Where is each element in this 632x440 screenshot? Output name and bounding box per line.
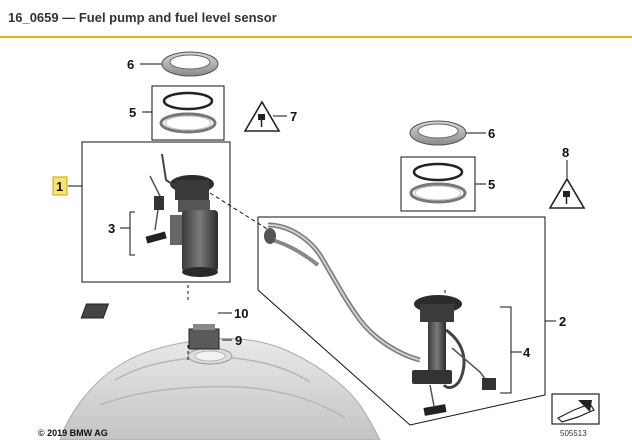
sensor-part-10 [80, 303, 110, 319]
callout-10[interactable]: 10 [234, 306, 248, 321]
callout-9[interactable]: 9 [235, 333, 242, 348]
seal-ring-left [159, 91, 217, 134]
copyright-text: © 2019 BMW AG [38, 428, 108, 438]
callout-6-right[interactable]: 6 [488, 126, 495, 141]
reference-arrow-icon [551, 393, 600, 425]
fuel-level-sensor-right [264, 222, 496, 416]
callout-highlight-1 [52, 176, 68, 196]
fuel-tank [59, 338, 381, 440]
warning-label-icon-right [548, 177, 586, 209]
callout-5-left[interactable]: 5 [129, 105, 136, 120]
callout-1[interactable]: 1 [56, 179, 63, 194]
callout-2[interactable]: 2 [559, 314, 566, 329]
page-title: 16_0659 — Fuel pump and fuel level senso… [8, 10, 277, 25]
warning-label-icon [243, 100, 281, 132]
callout-labels: 1 2 3 4 5 5 6 6 7 8 9 10 [52, 57, 569, 360]
retaining-ring-right [409, 120, 467, 146]
callout-3[interactable]: 3 [108, 221, 115, 236]
callout-7[interactable]: 7 [290, 109, 297, 124]
fuel-pump-assembly-left [145, 153, 218, 277]
callout-6-left[interactable]: 6 [127, 57, 134, 72]
document-number: 505513 [560, 429, 587, 438]
callout-4[interactable]: 4 [523, 345, 531, 360]
parts-diagram: 1 2 3 4 5 5 6 6 7 8 9 10 [52, 51, 600, 440]
header-bar: 16_0659 — Fuel pump and fuel level senso… [0, 0, 632, 38]
sensor-part-9 [188, 324, 220, 350]
seal-ring-right [409, 162, 467, 204]
callout-8[interactable]: 8 [562, 145, 569, 160]
bracket-lines [68, 63, 568, 426]
retaining-ring-left [161, 51, 219, 77]
callout-5-right[interactable]: 5 [488, 177, 495, 192]
